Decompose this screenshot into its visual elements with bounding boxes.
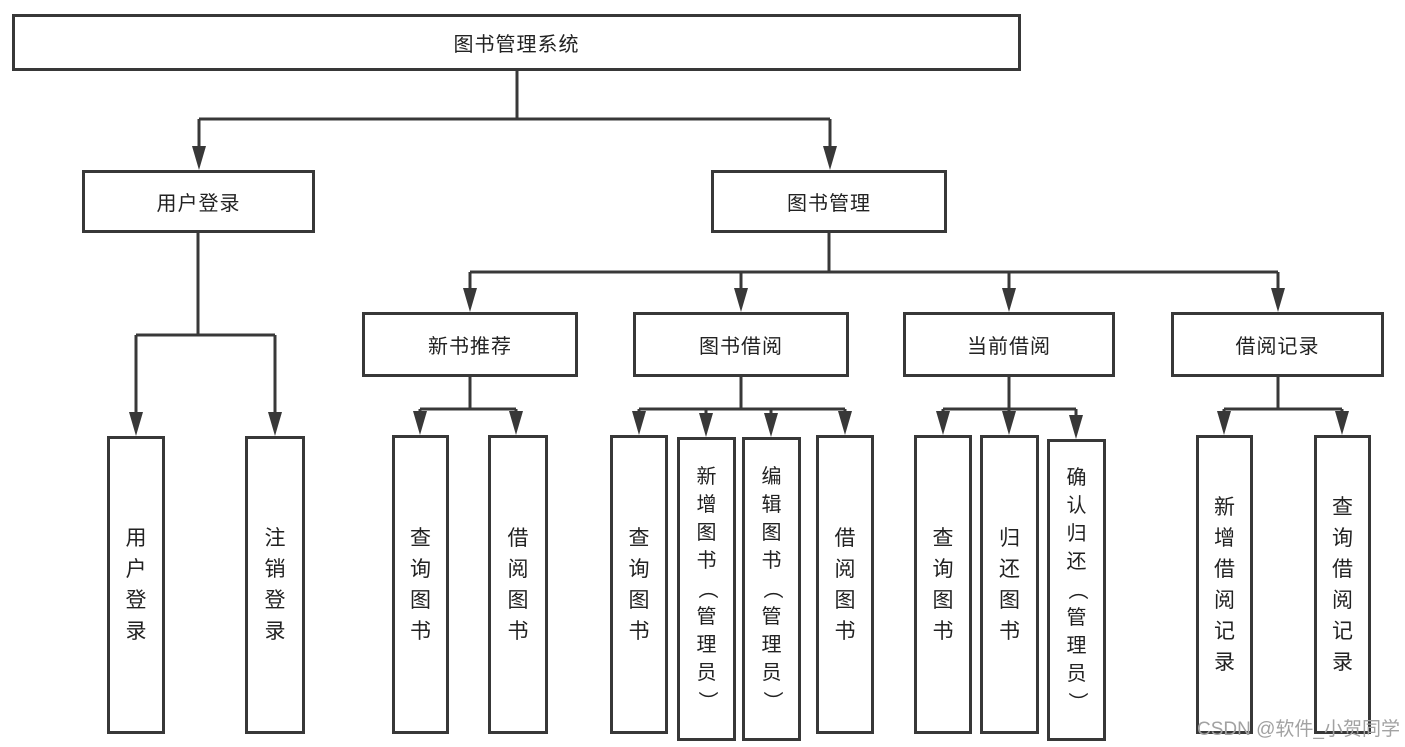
node-user-login: 用户登录 — [82, 170, 315, 233]
leaf-bb-query-books-label: 查询图书 — [628, 526, 650, 643]
leaf-cb-confirm-return-admin-label: 确认归还（管理员） — [1065, 467, 1088, 712]
leaf-nb-borrow-books: 借阅图书 — [488, 435, 548, 734]
node-root: 图书管理系统 — [12, 14, 1021, 71]
leaf-bb-borrow-books: 借阅图书 — [816, 435, 874, 734]
leaf-nb-borrow-books-label: 借阅图书 — [507, 526, 529, 643]
node-borrowing-records: 借阅记录 — [1171, 312, 1384, 377]
leaf-cb-query-books-label: 查询图书 — [932, 526, 954, 643]
leaf-logout-label: 注销登录 — [264, 527, 286, 643]
node-new-book-recommendation-label: 新书推荐 — [428, 336, 512, 358]
node-current-borrowing: 当前借阅 — [903, 312, 1115, 377]
csdn-watermark: CSDN @软件_小贺同学 — [1197, 719, 1400, 740]
node-new-book-recommendation: 新书推荐 — [362, 312, 578, 377]
leaf-bb-add-books-admin: 新增图书（管理员） — [677, 437, 736, 741]
leaf-nb-query-books-label: 查询图书 — [410, 526, 431, 643]
leaf-user-login: 用户登录 — [107, 436, 165, 734]
leaf-bb-add-books-admin-label: 新增图书（管理员） — [695, 466, 718, 711]
leaf-cb-confirm-return-admin: 确认归还（管理员） — [1047, 439, 1106, 741]
leaf-cb-query-books: 查询图书 — [914, 435, 972, 734]
node-book-borrowing: 图书借阅 — [633, 312, 849, 377]
leaf-cb-return-books-label: 归还图书 — [999, 526, 1020, 643]
leaf-bb-query-books: 查询图书 — [610, 435, 668, 734]
leaf-bb-borrow-books-label: 借阅图书 — [834, 526, 856, 643]
leaf-bb-edit-books-admin: 编辑图书（管理员） — [742, 437, 801, 741]
node-book-management: 图书管理 — [711, 170, 947, 233]
leaf-cb-return-books: 归还图书 — [980, 435, 1039, 734]
leaf-br-add-record: 新增借阅记录 — [1196, 435, 1253, 734]
leaf-bb-edit-books-admin-label: 编辑图书（管理员） — [760, 466, 783, 711]
node-book-management-label: 图书管理 — [787, 193, 871, 215]
node-book-borrowing-label: 图书借阅 — [699, 336, 783, 358]
leaf-logout: 注销登录 — [245, 436, 305, 734]
node-root-label: 图书管理系统 — [453, 34, 580, 56]
leaf-br-add-record-label: 新增借阅记录 — [1214, 495, 1235, 674]
leaf-user-login-label: 用户登录 — [125, 527, 147, 643]
leaf-nb-query-books: 查询图书 — [392, 435, 449, 734]
node-current-borrowing-label: 当前借阅 — [967, 336, 1051, 358]
node-user-login-label: 用户登录 — [156, 193, 241, 215]
leaf-br-query-record-label: 查询借阅记录 — [1332, 495, 1353, 674]
leaf-br-query-record: 查询借阅记录 — [1314, 435, 1371, 734]
node-borrowing-records-label: 借阅记录 — [1235, 336, 1320, 358]
